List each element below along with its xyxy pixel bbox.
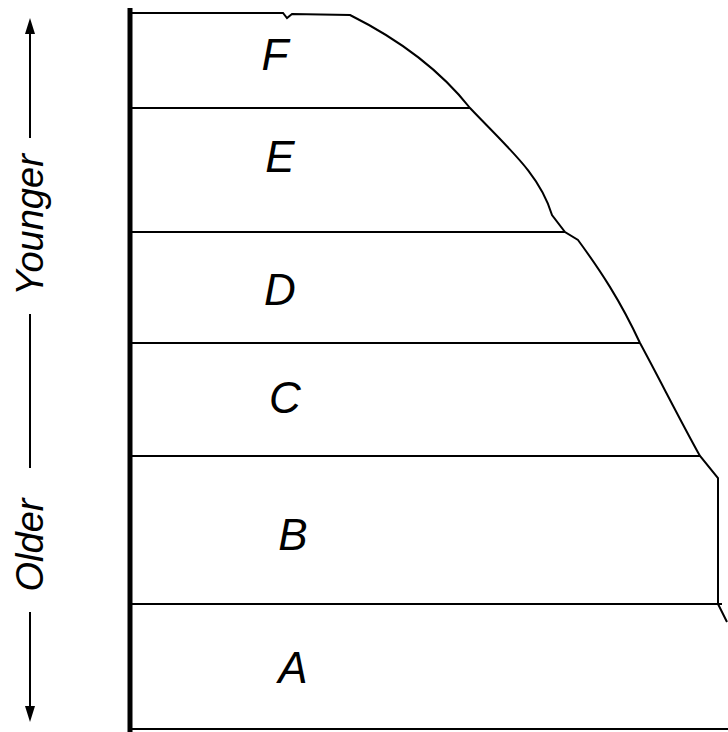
age-label: Older (11, 499, 49, 592)
layer-boundary (130, 603, 722, 605)
layer-label: F (262, 33, 289, 77)
rock-layer: C (261, 370, 309, 426)
layer-label: E (265, 135, 294, 179)
layer-boundary (130, 231, 565, 233)
age-arrow (29, 314, 31, 468)
layer-label: B (278, 513, 307, 557)
age-label: Younger (11, 154, 49, 296)
layer-label: C (269, 376, 301, 420)
layer-boundary (130, 107, 470, 109)
arrow-head (25, 706, 35, 722)
age-arrow (29, 612, 31, 708)
age-arrow (29, 30, 31, 138)
rock-layer: B (270, 507, 315, 563)
layer-label: A (278, 646, 307, 690)
layer-boundary (130, 455, 700, 457)
rock-layer: F (254, 27, 297, 83)
rock-layer: A (270, 640, 315, 696)
rock-layer: D (256, 262, 304, 318)
arrow-head (25, 18, 35, 34)
layer-boundary (130, 342, 640, 344)
rock-layer: E (257, 129, 302, 185)
section-edge (128, 8, 133, 732)
ground-line (130, 728, 728, 730)
layer-label: D (264, 268, 296, 312)
cliff-profile (130, 13, 727, 622)
